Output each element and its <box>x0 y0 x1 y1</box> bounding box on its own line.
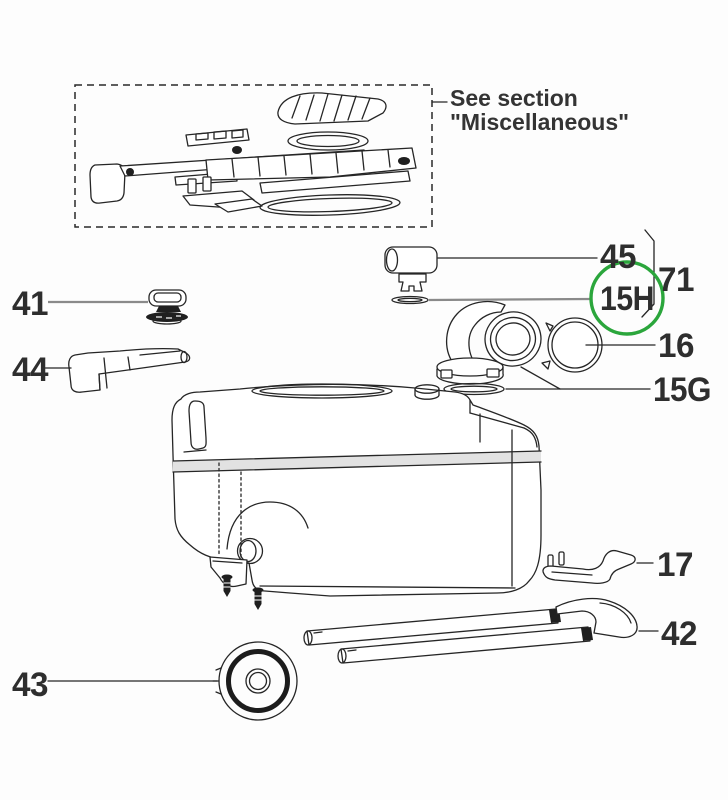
wheel-hub <box>245 668 271 694</box>
tank-hidden-lines <box>218 462 242 559</box>
misc-dish <box>287 131 369 151</box>
tube-lower <box>340 626 591 664</box>
tank-foot-line <box>212 560 243 564</box>
part-41-cap-inner <box>153 292 182 303</box>
tube-tip-marks <box>313 631 357 652</box>
cap-16-tab-top <box>545 322 554 332</box>
label-41[interactable]: 41 <box>12 285 49 323</box>
tube-upper-end <box>303 630 313 646</box>
seal-15H-ring <box>391 295 429 305</box>
leader-15G-diagonal <box>520 366 561 390</box>
note-line-1: See section <box>450 85 578 111</box>
elbow-flange-tab-right <box>486 368 500 378</box>
misc-blade <box>214 198 263 213</box>
misc-peg-2 <box>202 176 212 192</box>
part-17-body <box>542 549 636 585</box>
misc-cover <box>277 92 387 125</box>
tank-handle-slot <box>188 400 207 450</box>
part-41-graphic <box>146 289 188 325</box>
tank-latch-port-inner <box>239 539 257 563</box>
tank-seam-top <box>172 450 542 462</box>
tank-top-opening-inner <box>259 386 385 396</box>
misc-dot <box>232 146 242 154</box>
tank-filler-neck <box>414 384 440 400</box>
label-44[interactable]: 44 <box>12 351 49 389</box>
seal-15H-graphic <box>391 295 429 305</box>
part-17-peg-2 <box>558 551 565 566</box>
part-41-neck <box>156 306 181 312</box>
part-44-tube-end <box>180 350 188 364</box>
part-44-graphic <box>68 347 191 393</box>
seal-15G-ring <box>443 382 505 396</box>
elbow-flange-tab-left <box>440 369 453 379</box>
part-44-body <box>68 347 191 393</box>
seal-15G-ring-inner <box>450 385 498 393</box>
tank-seam-fill <box>173 451 541 472</box>
label-16[interactable]: 16 <box>658 327 695 365</box>
label-71[interactable]: 71 <box>658 261 695 299</box>
misc-arm-grip <box>89 163 126 204</box>
dashed-border <box>74 84 433 228</box>
part-43-graphic <box>212 641 298 721</box>
tank-seam-bottom <box>172 461 542 473</box>
label-43[interactable]: 43 <box>12 666 49 704</box>
part-42-graphic <box>303 597 638 664</box>
misc-cover-hatch <box>291 93 371 122</box>
misc-strip <box>185 128 250 147</box>
part-45-cylinder <box>384 246 438 274</box>
part-17-graphic <box>542 549 636 585</box>
tube-lower-end <box>337 648 347 664</box>
label-42[interactable]: 42 <box>661 615 698 653</box>
tank-screw-2 <box>252 587 264 611</box>
tube-upper <box>306 608 559 646</box>
callouts: 45 71 15H 16 15G 41 44 17 42 43 <box>12 229 712 704</box>
tank-shoulder-step <box>469 399 538 587</box>
label-15G[interactable]: 15G <box>653 371 712 409</box>
part-45-graphic <box>384 246 438 292</box>
spout-assembly <box>436 300 603 396</box>
label-17[interactable]: 17 <box>657 546 694 584</box>
tank-graphic <box>171 383 542 611</box>
tube-lower-band <box>581 627 593 641</box>
wheel-hub-inner <box>248 671 268 691</box>
misc-lower-bar <box>259 170 411 194</box>
cap-16-graphic <box>541 317 603 373</box>
highlight-circle-15H <box>589 260 665 336</box>
tube-elbow-line <box>599 602 632 624</box>
seal-15H-ring-inner <box>397 297 423 303</box>
misc-peg-1 <box>187 178 197 194</box>
tank-handle-base-line <box>183 449 207 453</box>
part-44-detail-lines <box>98 350 181 391</box>
part-45-clevis <box>398 273 427 292</box>
label-45[interactable]: 45 <box>600 238 637 276</box>
cap-16-tab-bottom <box>541 360 551 370</box>
seal-15G-graphic <box>443 382 505 396</box>
part-45-cylinder-end <box>385 248 399 272</box>
misc-arm-pivot <box>126 168 134 176</box>
note-line-2: "Miscellaneous" <box>450 109 629 135</box>
part-41-flange <box>146 312 188 322</box>
miscellaneous-box <box>74 84 433 228</box>
label-15H[interactable]: 15H <box>600 280 655 318</box>
misc-strip-slots <box>195 129 244 141</box>
misc-ring <box>259 194 401 216</box>
tank-arch-line <box>226 501 309 550</box>
misc-cam <box>398 157 410 165</box>
tank-latch-port <box>236 537 264 565</box>
tank-base-line <box>259 585 516 589</box>
leader-15H <box>428 297 592 302</box>
tank-top-opening <box>251 383 393 399</box>
part-17-detail-line <box>551 571 593 576</box>
note-callout: See section "Miscellaneous" <box>431 85 629 135</box>
wheel-rim-ring <box>226 649 290 713</box>
misc-dish-inner <box>296 134 360 148</box>
misc-ribs <box>231 149 391 178</box>
part-41-flange-marks <box>156 315 181 319</box>
elbow-rim <box>484 311 542 367</box>
